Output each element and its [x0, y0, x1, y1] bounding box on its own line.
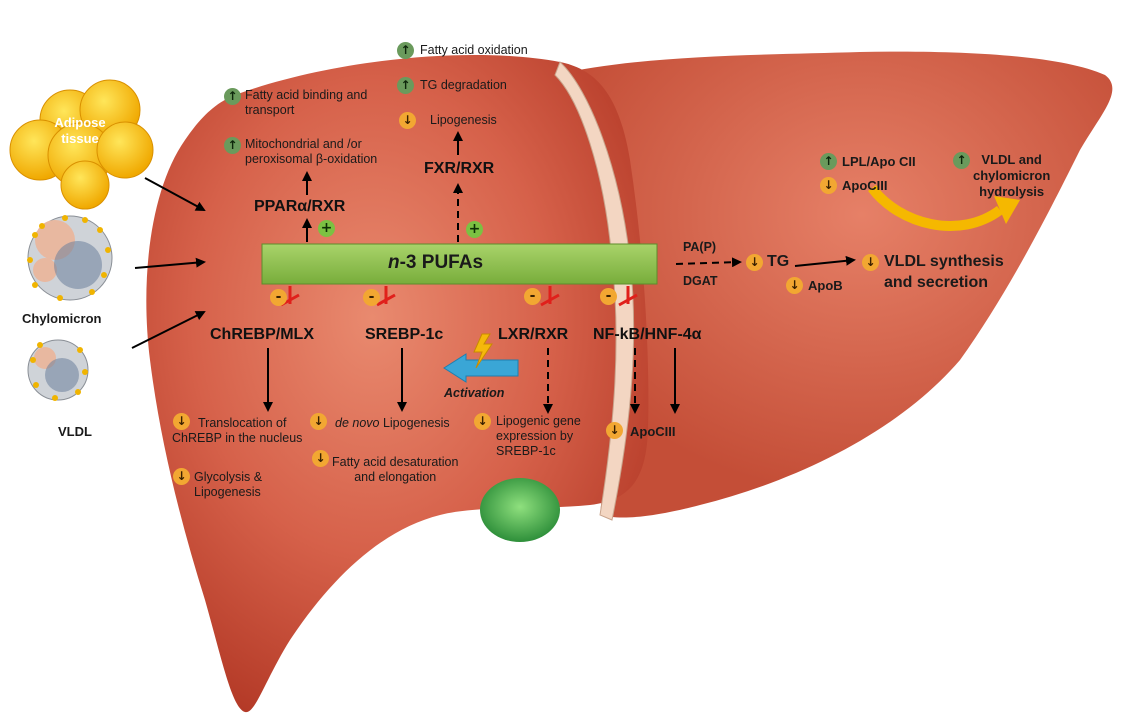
down-arrow-icon: ↓ [474, 413, 491, 430]
adipose-tissue-label: Adipose tissue [40, 115, 120, 147]
apociii-right-label: ApoCIII [842, 178, 888, 193]
ppar-effect-transport: Fatty acid binding and transport [245, 88, 367, 118]
hydrolysis-label: VLDL and chylomicron hydrolysis [973, 152, 1050, 200]
fxr-effect-lipogenesis: Lipogenesis [430, 113, 497, 128]
down-arrow-icon: ↓ [746, 254, 763, 271]
down-arrow-icon: ↓ [862, 254, 879, 271]
down-arrow-icon: ↓ [173, 468, 190, 485]
ppar-effect-oxidation: Mitochondrial and /or peroxisomal β-oxid… [245, 137, 377, 167]
up-arrow-icon: ↑ [397, 77, 414, 94]
srebp-effect-desaturation: Fatty acid desaturation and elongation [332, 455, 458, 485]
plus-sign: + [466, 221, 483, 238]
lpl-apocii-label: LPL/Apo CII [842, 154, 916, 169]
nfkb-effect-apociii: ApoCIII [630, 424, 676, 439]
lxr-rxr-label: LXR/RXR [498, 326, 568, 344]
up-arrow-icon: ↑ [397, 42, 414, 59]
srebp-effect-lipogenesis: de novo Lipogenesis [335, 416, 450, 431]
up-arrow-icon: ↑ [953, 152, 970, 169]
apob-label: ApoB [808, 278, 843, 293]
pap-label: PA(P) [683, 240, 716, 254]
chrebp-effect-glycolysis: Glycolysis & Lipogenesis [194, 470, 262, 500]
up-arrow-icon: ↑ [224, 88, 241, 105]
vldl-synthesis-label: VLDL synthesis and secretion [884, 251, 1004, 293]
down-arrow-icon: ↓ [399, 112, 416, 129]
plus-sign: + [318, 220, 335, 237]
gallbladder [480, 478, 560, 542]
minus-sign: - [600, 288, 617, 305]
fxr-effect-tg-degradation: TG degradation [420, 78, 507, 93]
dgat-label: DGAT [683, 274, 718, 288]
fxr-rxr-label: FXR/RXR [424, 160, 494, 178]
nfkb-hnf4a-label: NF-kB/HNF-4α [593, 326, 702, 344]
srebp-1c-label: SREBP-1c [365, 326, 443, 344]
fxr-effect-fatty-acid-oxidation: Fatty acid oxidation [420, 43, 528, 58]
chrebp-effect-translocation: Translocation of ChREBP in the nucleus [172, 416, 302, 446]
down-arrow-icon: ↓ [820, 177, 837, 194]
minus-sign: - [270, 289, 287, 306]
tg-label: TG [767, 253, 789, 271]
down-arrow-icon: ↓ [310, 413, 327, 430]
chrebp-mlx-label: ChREBP/MLX [210, 326, 314, 344]
down-arrow-icon: ↓ [606, 422, 623, 439]
down-arrow-icon: ↓ [312, 450, 329, 467]
left-liver-lobe [146, 55, 648, 712]
vldl-label: VLDL [58, 424, 92, 439]
activation-label: Activation [444, 386, 504, 400]
up-arrow-icon: ↑ [820, 153, 837, 170]
minus-sign: - [363, 289, 380, 306]
minus-sign: - [524, 288, 541, 305]
chylomicron-label: Chylomicron [22, 311, 101, 326]
n3-pufas-label: n-3 PUFAs [388, 252, 483, 274]
ppar-rxr-label: PPARα/RXR [254, 198, 345, 216]
lxr-effect-lipogenic-gene: Lipogenic gene expression by SREBP-1c [496, 414, 581, 459]
up-arrow-icon: ↑ [224, 137, 241, 154]
down-arrow-icon: ↓ [786, 277, 803, 294]
